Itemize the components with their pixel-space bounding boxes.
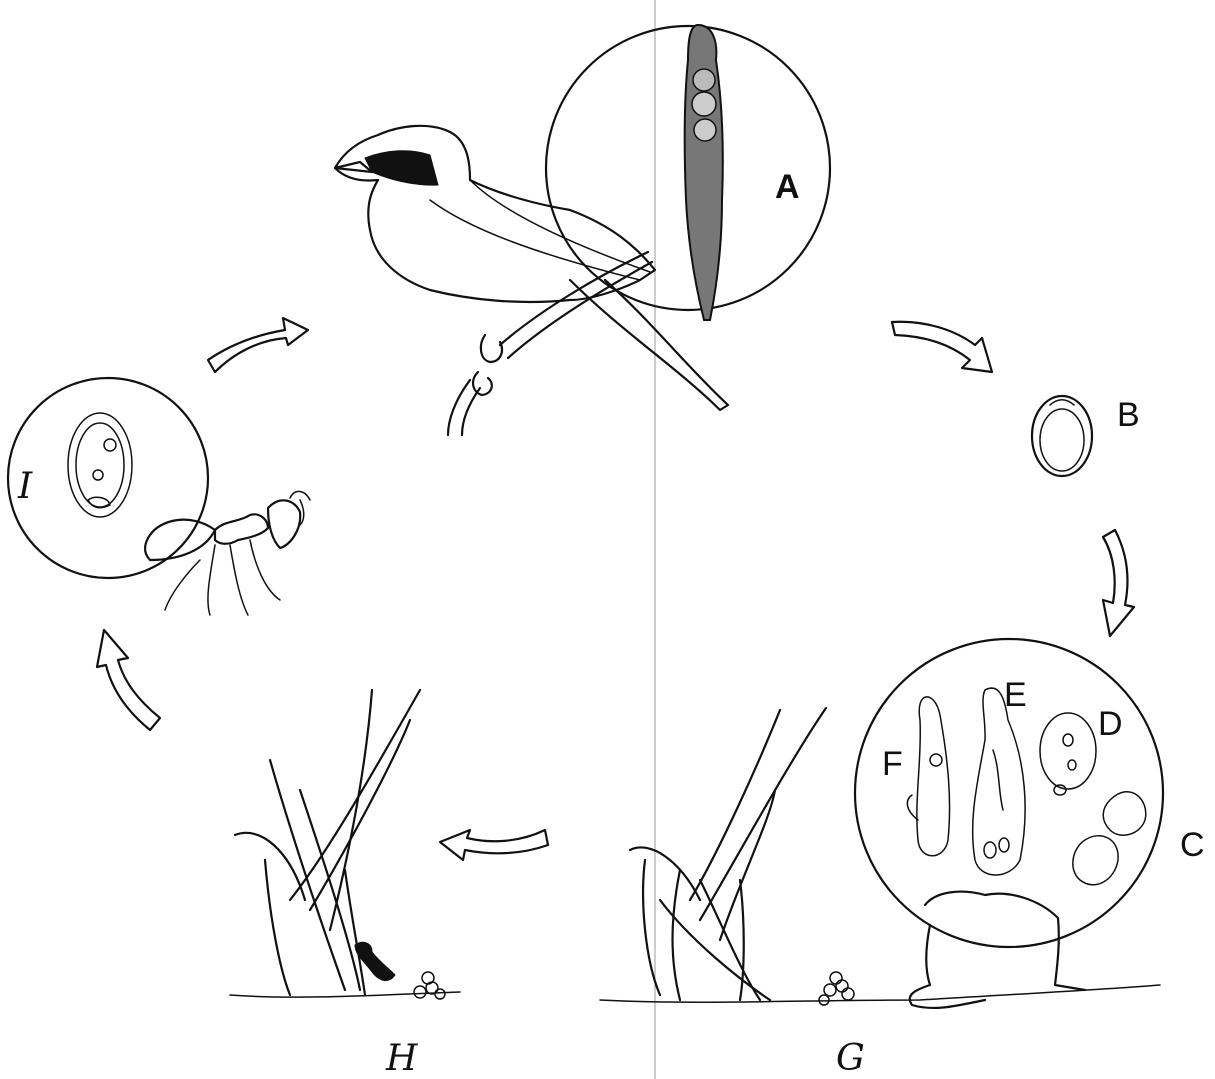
arrow-b-to-c [1103,530,1134,636]
inset-circle-i: I [8,378,208,578]
inset-circle-cdef: F E D C [855,639,1205,1008]
label-f: F [882,745,903,783]
label-h: H [385,1038,418,1079]
arrow-h-to-i [97,630,160,730]
arrow-bird-to-b [892,322,992,372]
branch [448,252,652,435]
grass-clump-h: H [230,690,460,1079]
egg-b: B [1032,396,1140,476]
label-d: D [1098,705,1123,743]
label-c: C [1180,826,1205,864]
inset-circle-a: A [546,25,830,320]
label-e: E [1004,676,1027,714]
label-b: B [1117,396,1140,434]
arrow-i-to-bird [208,318,308,372]
ant [145,491,310,615]
arrow-g-to-h [440,830,548,860]
bird-shrike [335,126,728,410]
label-a: A [775,168,800,206]
egg-cluster-h [414,972,445,999]
label-g: G [836,1038,865,1079]
label-i: I [17,466,33,507]
